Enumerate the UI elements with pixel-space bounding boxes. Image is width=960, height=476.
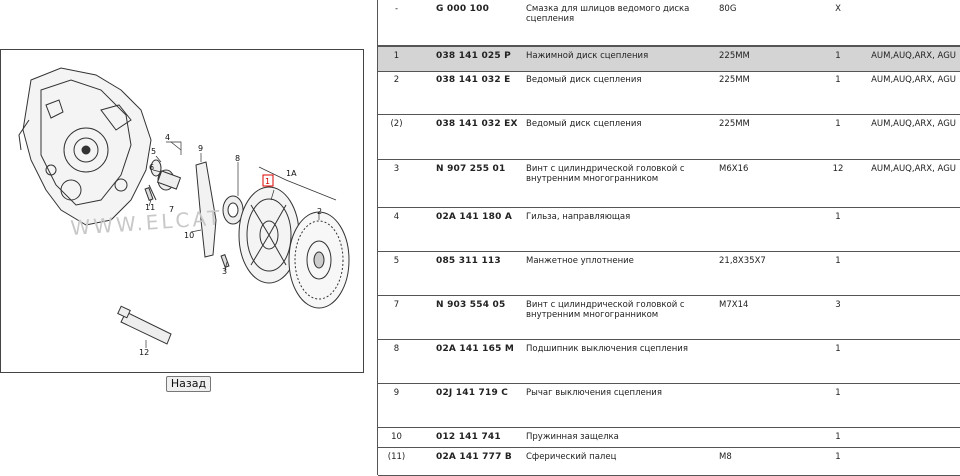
part-quantity: 12 xyxy=(832,164,844,174)
part-spec: M8 xyxy=(719,452,732,462)
part-position: 8 xyxy=(393,344,400,354)
callout-6[interactable]: 6 xyxy=(149,163,154,172)
panel-divider xyxy=(377,0,378,475)
part-number[interactable]: 085 311 113 xyxy=(436,256,501,266)
parts-table: - G 000 100 Смазка для шлицов ведомого дис… xyxy=(378,0,960,476)
part-quantity: 1 xyxy=(835,75,841,85)
part-description: Ведомый диск сцепления xyxy=(526,75,642,85)
part-description: Рычаг выключения сцепления xyxy=(526,388,662,398)
part-position: 2 xyxy=(393,75,400,85)
parts-table-row[interactable]: 7 N 903 554 05 Винт с цилиндрической голов… xyxy=(378,296,960,340)
parts-table-row[interactable]: (2) 038 141 032 EX Ведомый диск сцепления 2… xyxy=(378,115,960,160)
callout-1a[interactable]: 1A xyxy=(286,169,297,178)
callout-7[interactable]: 7 xyxy=(169,205,174,214)
part-quantity: 3 xyxy=(835,300,841,310)
part-position: 7 xyxy=(393,300,400,310)
part-description: Гильза, направляющая xyxy=(526,212,631,222)
parts-table-row[interactable]: 5 085 311 113 Манжетное уплотнение 21,8X35X… xyxy=(378,252,960,296)
parts-table-row[interactable]: 1 038 141 025 P Нажимной диск сцепления 225… xyxy=(378,46,960,72)
part-number[interactable]: 038 141 032 E xyxy=(436,75,511,85)
parts-table-row[interactable]: 8 02A 141 165 M Подшипник выключения сцепл… xyxy=(378,340,960,384)
part-description: Манжетное уплотнение xyxy=(526,256,634,266)
part-number[interactable]: 02A 141 777 B xyxy=(436,452,512,462)
part-number[interactable]: N 903 554 05 xyxy=(436,300,506,310)
callout-9[interactable]: 9 xyxy=(198,144,203,153)
part-position: (11) xyxy=(387,452,406,462)
part-position: 5 xyxy=(393,256,400,266)
part-description: Пружинная защелка xyxy=(526,432,619,442)
part-quantity: 1 xyxy=(835,256,841,266)
parts-table-row[interactable]: 2 038 141 032 E Ведомый диск сцепления 225M… xyxy=(378,71,960,115)
part-quantity: 1 xyxy=(835,344,841,354)
parts-table-row[interactable]: (11) 02A 141 777 B Сферический палец M8 1 xyxy=(378,448,960,476)
parts-table-row[interactable]: 10 012 141 741 Пружинная защелка 1 xyxy=(378,428,960,448)
gearbox-housing-drawing xyxy=(18,67,152,226)
part-description: Винт с цилиндрической головкой с внутрен… xyxy=(526,300,685,320)
part-applicability: AUM,AUQ,ARX, AGU xyxy=(871,119,956,129)
part-description: Нажимной диск сцепления xyxy=(526,51,649,61)
callout-8[interactable]: 8 xyxy=(235,154,240,163)
part-spec: 80G xyxy=(719,4,737,14)
part-description: Подшипник выключения сцепления xyxy=(526,344,688,354)
callout-3[interactable]: 3 xyxy=(222,267,227,276)
part-position: (2) xyxy=(390,119,403,129)
part-applicability: AUM,AUQ,ARX, AGU xyxy=(871,164,956,174)
part-spec: M7X14 xyxy=(719,300,749,310)
part-spec: 225MM xyxy=(719,119,750,129)
part-quantity: 1 xyxy=(835,51,841,61)
part-description: Винт с цилиндрической головкой с внутрен… xyxy=(526,164,685,184)
part-spec: M6X16 xyxy=(719,164,749,174)
part-position: 9 xyxy=(393,388,400,398)
part-applicability: AUM,AUQ,ARX, AGU xyxy=(871,51,956,61)
release-lever-drawing xyxy=(195,161,217,258)
leader-lines xyxy=(145,141,337,348)
part-number[interactable]: N 907 255 01 xyxy=(436,164,506,174)
part-description: Смазка для шлицов ведомого диска сцеплен… xyxy=(526,4,690,24)
part-quantity: 1 xyxy=(835,119,841,129)
parts-table-row[interactable]: 4 02A 141 180 A Гильза, направляющая 1 xyxy=(378,208,960,252)
part-number[interactable]: 02A 141 165 M xyxy=(436,344,515,354)
part-quantity: 1 xyxy=(835,452,841,462)
callout-11[interactable]: 11 xyxy=(145,203,155,212)
part-position: 1 xyxy=(393,51,400,61)
back-button[interactable]: Назад xyxy=(166,376,211,392)
part-number[interactable]: 038 141 025 P xyxy=(436,51,511,61)
clutch-diagram: WWW.ELCAT 4 5 6 7 9 8 1A 1 2 11 10 3 12 xyxy=(0,49,364,373)
part-position: 4 xyxy=(393,212,400,222)
clutch-disc-drawing xyxy=(288,211,350,309)
callout-4[interactable]: 4 xyxy=(165,133,170,142)
grease-tube-drawing xyxy=(117,305,172,345)
part-position: - xyxy=(394,4,399,14)
parts-table-row[interactable]: 3 N 907 255 01 Винт с цилиндрической голов… xyxy=(378,160,960,208)
part-number[interactable]: G 000 100 xyxy=(436,4,490,14)
part-quantity: 1 xyxy=(835,388,841,398)
bolts-drawing xyxy=(144,187,230,268)
callout-highlight-box xyxy=(262,174,274,187)
part-spec: 225MM xyxy=(719,75,750,85)
part-quantity: 1 xyxy=(835,432,841,442)
part-number[interactable]: 012 141 741 xyxy=(436,432,501,442)
parts-table-row[interactable]: 9 02J 141 719 C Рычаг выключения сцепления… xyxy=(378,384,960,428)
part-spec: 225MM xyxy=(719,51,750,61)
part-spec: 21,8X35X7 xyxy=(719,256,766,266)
part-quantity: X xyxy=(835,4,841,14)
part-number[interactable]: 038 141 032 EX xyxy=(436,119,518,129)
part-description: Сферический палец xyxy=(526,452,617,462)
callout-5[interactable]: 5 xyxy=(151,147,156,156)
part-position: 10 xyxy=(391,432,402,442)
callout-12[interactable]: 12 xyxy=(139,348,149,357)
part-description: Ведомый диск сцепления xyxy=(526,119,642,129)
part-number[interactable]: 02A 141 180 A xyxy=(436,212,513,222)
callout-2[interactable]: 2 xyxy=(317,207,322,216)
guide-sleeve-drawing xyxy=(148,159,182,201)
part-applicability: AUM,AUQ,ARX, AGU xyxy=(871,75,956,85)
part-quantity: 1 xyxy=(835,212,841,222)
callout-1[interactable]: 1 xyxy=(265,177,270,186)
part-position: 3 xyxy=(393,164,400,174)
clutch-diagram-drawing: WWW.ELCAT 4 5 6 7 9 8 1A 1 2 11 10 3 12 xyxy=(18,67,350,357)
part-number[interactable]: 02J 141 719 C xyxy=(436,388,509,398)
callout-10[interactable]: 10 xyxy=(184,231,194,240)
parts-table-row[interactable]: - G 000 100 Смазка для шлицов ведомого дис… xyxy=(378,0,960,46)
